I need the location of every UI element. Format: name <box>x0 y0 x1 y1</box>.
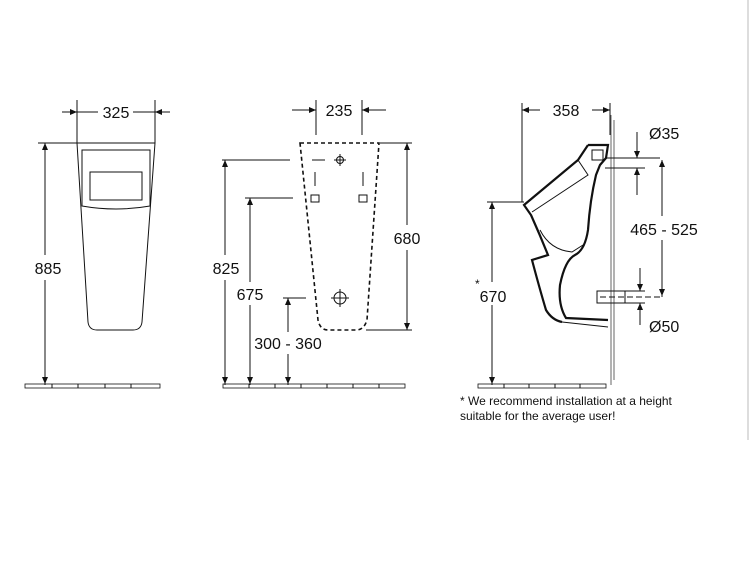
front-height-label: 885 <box>35 261 62 278</box>
outlet-diameter-label: Ø50 <box>649 319 679 336</box>
rear-height-675-label: 675 <box>237 287 264 304</box>
rear-outlet-height-label: 300 - 360 <box>254 336 322 353</box>
rear-height-680-label: 680 <box>394 231 421 248</box>
installation-height-asterisk: * <box>475 277 480 291</box>
rear-height-825-label: 825 <box>213 261 240 278</box>
inlet-diameter-label: Ø35 <box>649 126 679 143</box>
side-view: 358 Ø35 Ø50 465 - 525 * 670 * We <box>460 103 698 423</box>
front-width-label: 325 <box>103 105 130 122</box>
rear-view: 235 825 675 300 - 360 680 <box>213 100 421 389</box>
front-view: 325 885 <box>24 100 170 389</box>
wall <box>610 115 615 385</box>
inlet-outlet-distance-label: 465 - 525 <box>630 222 698 239</box>
note-line-2: suitable for the average user! <box>460 409 615 423</box>
installation-height-label: 670 <box>480 289 507 306</box>
floor-line <box>24 383 161 389</box>
side-depth-label: 358 <box>553 103 580 120</box>
floor-line <box>477 383 607 389</box>
floor-line <box>222 383 406 389</box>
rear-width-label: 235 <box>326 103 353 120</box>
note-line-1: * We recommend installation at a height <box>460 394 673 408</box>
